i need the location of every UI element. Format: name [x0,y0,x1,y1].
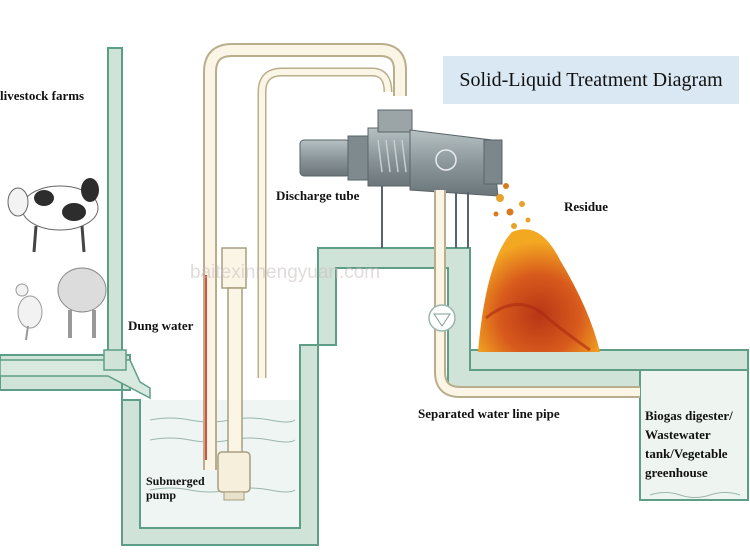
label-discharge-tube: Discharge tube [276,188,360,203]
label-livestock-farms: livestock farms [0,88,85,103]
label-residue: Residue [564,199,609,214]
submerged-pump [217,247,251,501]
label-separated-water-pipe: Separated water line pipe [418,406,560,421]
biogas-line-4: greenhouse [645,465,708,480]
biogas-line-2: Wastewater [645,427,711,442]
label-submerged-pump: Submerged pump [146,474,205,502]
title-banner: Solid-Liquid Treatment Diagram [443,56,739,104]
residue-pile [478,183,600,352]
watermark-text: baitexinnengyuan.com [190,262,381,283]
biogas-tank [639,369,749,501]
label-dung-water: Dung water [128,318,194,333]
biogas-line-3: tank/Vegetable [645,446,728,461]
discharge-tube [203,43,407,470]
submerged-line-1: Submerged [146,474,205,488]
label-biogas-digester: Biogas digester/ Wastewater tank/Vegetab… [645,406,733,482]
diagram-title: Solid-Liquid Treatment Diagram [459,68,723,91]
submerged-line-2: pump [146,488,177,502]
biogas-line-1: Biogas digester/ [645,408,733,423]
inlet-box [103,349,127,371]
wall-post [107,47,123,359]
separated-water-pipe [428,190,640,398]
livestock-animals [7,178,107,341]
separator-machine [299,109,503,248]
